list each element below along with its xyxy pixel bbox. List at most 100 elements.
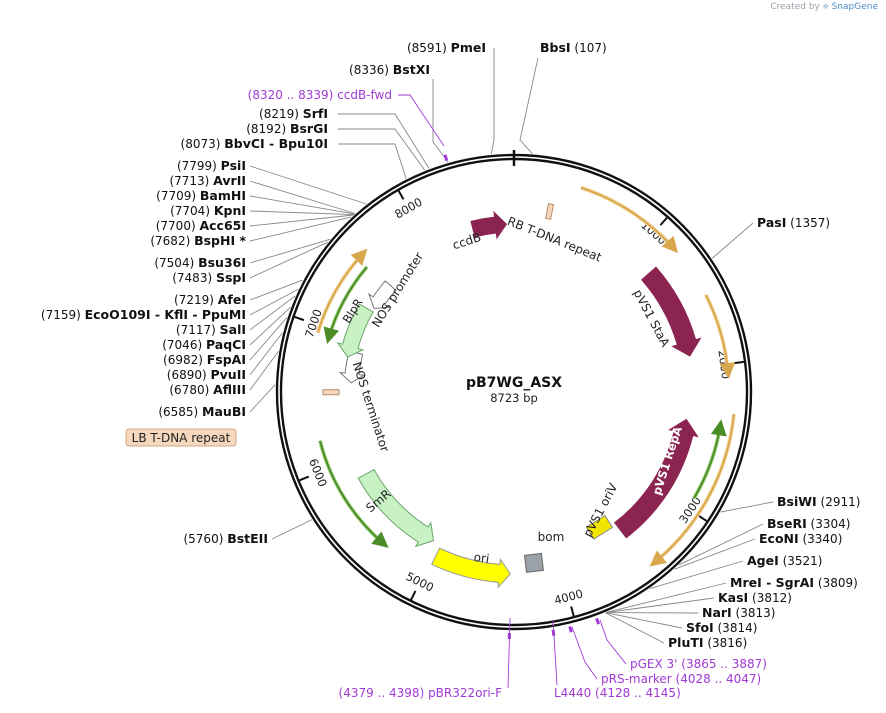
primer-label: L4440 (4128 .. 4145) [554, 686, 681, 700]
site-label-left: (7117) SalI [176, 322, 246, 337]
bom-label: bom [538, 530, 565, 544]
snapgene-logo-icon: ⟡ [822, 2, 829, 12]
site-name: PmeI [451, 40, 486, 55]
site-position: (8219) [259, 107, 303, 121]
repa-arrow [614, 418, 699, 539]
primer-site-mark [551, 629, 556, 636]
site-leader-line [249, 180, 356, 214]
site-name: KasI [718, 590, 748, 605]
ruler-tick-mark [298, 475, 310, 482]
site-position: (3814) [714, 621, 758, 635]
snapgene-credit: Created by ⟡ SnapGene [770, 2, 878, 12]
primer-leader-line [398, 94, 445, 147]
ruler-tick-mark [397, 189, 405, 200]
site-label-left: (6890) PvuII [167, 367, 246, 382]
ruler-tick-label: 5000 [404, 569, 436, 595]
site-label-left: (5760) BstEII [183, 531, 268, 546]
site-label-left: (7713) AvrII [169, 173, 246, 188]
site-name: BseRI [767, 516, 807, 531]
rb-repeat-label: RB T-DNA repeat [505, 214, 604, 265]
site-position: (3813) [732, 606, 776, 620]
site-leader-line [338, 113, 430, 169]
site-leader-line [249, 279, 303, 301]
site-position: (7219) [174, 293, 218, 307]
lb-repeat-badge [125, 428, 237, 447]
green-orf-glow [692, 423, 723, 500]
green-orf-arc [323, 266, 368, 344]
site-label-left: (7504) Bsu36I [154, 255, 246, 270]
ccdb-label: ccdB [451, 230, 483, 252]
site-leader-line [249, 288, 299, 316]
site-name: AfeI [218, 292, 246, 307]
site-label-left: (7682) BspHI * [150, 233, 246, 248]
primer-labels: (8320 .. 8339) ccdB-fwd pGEX 3' (3865 .. … [248, 88, 767, 700]
primer-range: (4028 .. 4047) [676, 672, 762, 686]
credit-brand: SnapGene [831, 2, 878, 12]
primer-range: (8320 .. 8339) [248, 88, 338, 102]
primer-name: pRS-marker [601, 672, 676, 686]
site-name: SalI [220, 322, 246, 337]
site-position: (7483) [172, 271, 216, 285]
site-name: AgeI [747, 553, 779, 568]
site-position: (8591) [407, 41, 451, 55]
orf-arcs [315, 185, 736, 567]
ruler-tick-mark [697, 514, 709, 523]
primer-name: pBR322ori-F [428, 686, 502, 700]
site-position: (6585) [158, 405, 202, 419]
site-leader-line [606, 582, 727, 613]
primer-range: (4128 .. 4145) [595, 686, 681, 700]
site-position: (7709) [156, 189, 200, 203]
ccdb-arrow [470, 210, 508, 240]
site-name: BspHI * [194, 233, 246, 248]
site-leader-line [249, 351, 279, 391]
site-leader-line [338, 143, 407, 179]
primer-site-mark [507, 632, 511, 639]
primer-label: (8320 .. 8339) ccdB-fwd [248, 88, 392, 102]
primer-name: pGEX 3' [630, 657, 681, 671]
primer-label: pRS-marker (4028 .. 4047) [601, 672, 761, 686]
plasmid-length: 8723 bp [490, 391, 538, 405]
stab-arrow [641, 266, 702, 357]
site-position: (7117) [176, 323, 220, 337]
site-leader-line [249, 165, 367, 205]
site-name: KpnI [214, 203, 246, 218]
site-position: (3304) [807, 517, 851, 531]
site-leader-line [249, 317, 288, 361]
site-label-left: (6780) AflIII [169, 382, 246, 397]
site-name: BsiWI [777, 494, 817, 509]
primer-label: pGEX 3' (3865 .. 3887) [630, 657, 767, 671]
site-leader-line [674, 538, 756, 570]
site-labels: (8591) PmeI(8336) BstXI(8219) SrfI(8192)… [41, 40, 861, 650]
ori-label: ori [473, 550, 490, 566]
orange-orf-arc [580, 186, 679, 254]
site-name: SrfI [303, 106, 328, 121]
site-leader-line [490, 48, 495, 155]
site-label-left: (6982) FspAI [163, 352, 246, 367]
site-name: BsrGI [290, 121, 328, 136]
site-label-right: PasI (1357) [757, 215, 830, 230]
site-name: PluTI [668, 635, 704, 650]
site-position: (3812) [748, 591, 792, 605]
site-position: (7504) [154, 256, 198, 270]
site-position: (3521) [779, 554, 823, 568]
primer-range: (3865 .. 3887) [681, 657, 767, 671]
site-name: SspI [216, 270, 246, 285]
site-label-left: (7046) PaqCI [162, 337, 246, 352]
ruler-tick-mark [570, 606, 575, 618]
ruler-tick-mark [293, 315, 305, 322]
site-position: (7713) [169, 174, 213, 188]
site-label-right: SfoI (3814) [686, 620, 757, 635]
nos-terminator-arrow [338, 350, 366, 384]
site-name: PasI [757, 215, 786, 230]
site-position: (2911) [817, 495, 861, 509]
site-name: NarI [702, 605, 732, 620]
site-label-left: (7799) PsiI [177, 158, 246, 173]
site-position: (7159) [41, 308, 85, 322]
site-label-left: (8192) BsrGI [246, 121, 328, 136]
site-label-left: (7704) KpnI [170, 203, 246, 218]
site-position: (6780) [169, 383, 213, 397]
green-orf-arc [319, 440, 389, 548]
site-position: (8192) [246, 122, 290, 136]
site-leader-line [271, 519, 313, 540]
primer-site-mark [595, 617, 601, 625]
